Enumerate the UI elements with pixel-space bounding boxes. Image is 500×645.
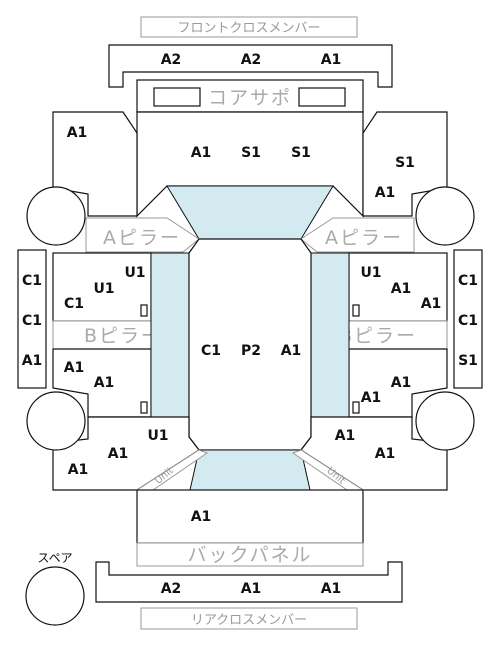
rear-window [189,449,311,491]
right-strip-code-1: C1 [458,273,478,289]
windshield [166,185,334,240]
right-a-pillar [300,217,415,253]
left-quarter-code-3: A1 [68,462,89,478]
left-quarter-code-2: A1 [108,446,129,462]
left-front-door [52,252,152,322]
front-right-wheel [415,186,475,246]
right-b-pillar-label: Bピラー [339,325,417,347]
right-strip-code-3: S1 [458,353,478,369]
left-side-window [150,252,190,418]
rear-member-code-1: A2 [161,581,182,597]
right-quarter-code-2: A1 [375,446,396,462]
rear-member-bracket [95,561,403,603]
left-strip-code-3: A1 [22,353,43,369]
left-rear-door-code-1: A1 [64,360,85,376]
cabin-code-2: P2 [241,343,261,359]
front-right-fender [362,111,448,217]
left-strip-code-1: C1 [22,273,42,289]
cabin-code-3: A1 [281,343,302,359]
left-strip-code-2: C1 [22,313,42,329]
left-b-pillar-label: Bピラー [84,325,162,347]
right-front-door-handle [352,304,360,317]
right-strip-code-2: C1 [458,313,478,329]
left-headlight [153,87,201,107]
hood-code-2: S1 [241,145,261,161]
left-quarter-code-1: U1 [147,428,168,444]
spare-tire [25,566,85,626]
front-cross-member-label: フロントクロスメンバー [177,21,320,36]
left-a-pillar-label: Aピラー [103,227,181,249]
rear-member-code-3: A1 [321,581,342,597]
left-a-pillar [85,217,200,253]
cabin-code-1: C1 [201,343,221,359]
right-side-window [310,252,350,418]
rear-right-wheel [415,391,475,451]
front-member-code-3: A1 [321,52,342,68]
right-side-strip [453,249,483,389]
right-rear-door-code-1: A1 [391,375,412,391]
front-right-fender-code-1: S1 [395,155,415,171]
rear-member-code-2: A1 [241,581,262,597]
front-cross-member-box [140,16,358,38]
right-headlight [298,87,346,107]
right-front-door [348,252,448,322]
hood-code-3: S1 [291,145,311,161]
right-rear-door-handle [352,401,360,414]
left-rear-door-code-2: A1 [94,375,115,391]
left-front-door-handle [140,304,148,317]
right-front-door-code-2: A1 [391,281,412,297]
rear-cross-member-box [140,607,358,630]
back-panel-label: バックパネル [187,544,312,566]
right-rear-quarter [300,416,448,491]
right-quarter-code-1: A1 [335,428,356,444]
front-member-bracket [108,44,393,88]
front-right-fender-code-2: A1 [375,185,396,201]
rear-left-wheel [26,391,86,451]
right-a-pillar-label: Aピラー [325,227,403,249]
front-left-fender-code: A1 [67,125,88,141]
right-front-door-code-1: U1 [360,265,381,281]
spare-label: スペア [37,551,72,565]
back-panel-box [136,542,364,567]
front-left-wheel [26,186,86,246]
trunk [136,489,364,544]
hood-code-1: A1 [191,145,212,161]
left-front-door-code-3: C1 [64,296,84,312]
trunk-code: A1 [191,509,212,525]
core-support-label: コアサポ [208,87,292,109]
front-member-code-1: A2 [161,52,182,68]
left-side-strip [17,249,47,389]
right-front-door-code-3: A1 [421,296,442,312]
left-front-door-code-2: U1 [93,281,114,297]
rear-cross-member-label: リアクロスメンバー [191,613,307,628]
front-member-code-2: A2 [241,52,262,68]
right-rear-door-code-2: A1 [361,390,382,406]
left-front-door-code-1: U1 [124,265,145,281]
left-rear-door-handle [140,401,148,414]
